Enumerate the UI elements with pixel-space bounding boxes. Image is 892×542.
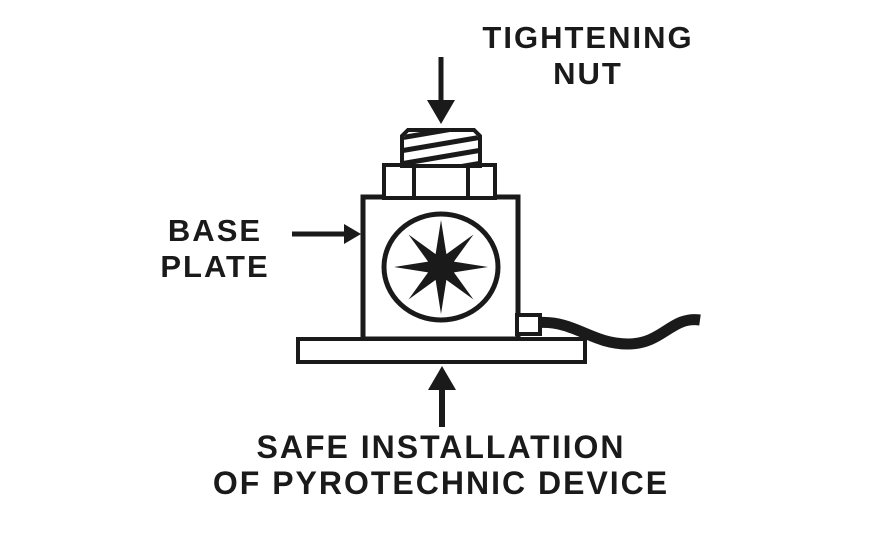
caption-label-line1: SAFE INSTALLATIION [256,429,626,465]
right-arrow [292,224,361,244]
up-arrow [428,366,456,427]
threaded-stud [400,128,482,168]
tightening-nut-label-line1: TIGHTENING [482,20,694,55]
base-plate-label-line2: PLATE [160,249,270,284]
caption-label-line2: OF PYROTECHNIC DEVICE [212,465,670,501]
tightening-nut-label-line2: NUT [553,56,623,91]
caption-label: SAFE INSTALLATIION OF PYROTECHNIC DEVICE [146,429,736,501]
cable [539,314,701,350]
base-plate-label-line1: BASE [167,213,263,248]
hex-nut [382,163,497,200]
tightening-nut-label: TIGHTENING NUT [448,20,728,92]
down-arrow [427,57,455,124]
base-plate-label: BASE PLATE [140,213,290,285]
starburst-symbol [381,211,501,323]
cable-connector [515,313,542,336]
base-plate [296,337,587,364]
